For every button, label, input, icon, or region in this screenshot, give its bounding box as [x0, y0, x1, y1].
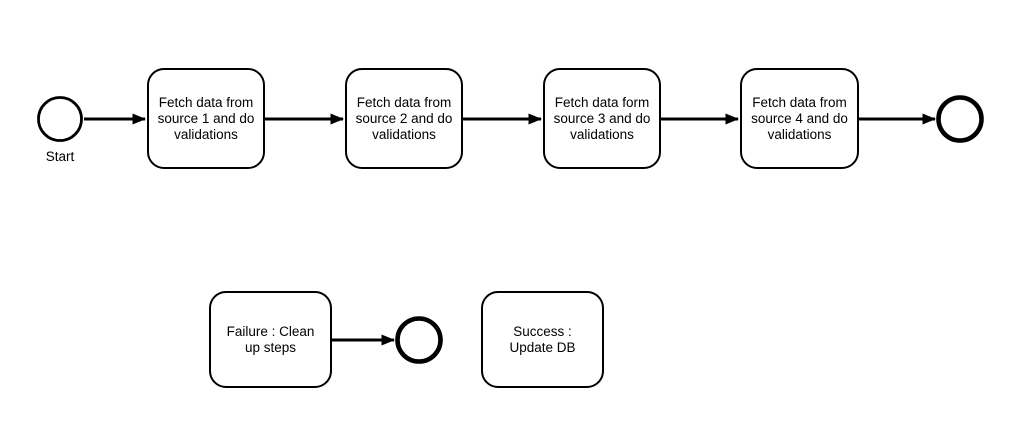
- failure-end-event-circle: [395, 316, 443, 364]
- start-event-circle: [37, 96, 83, 142]
- task-failure-cleanup: Failure : Clean up steps: [209, 291, 332, 388]
- task-fetch-source-3: Fetch data form source 3 and do validati…: [543, 68, 661, 169]
- task-success-update-db: Success : Update DB: [481, 291, 604, 388]
- start-event-label: Start: [45, 149, 75, 164]
- task-fetch-source-1: Fetch data from source 1 and do validati…: [147, 68, 265, 169]
- task-fetch-source-4: Fetch data from source 4 and do validati…: [740, 68, 859, 169]
- task-fetch-source-2: Fetch data from source 2 and do validati…: [345, 68, 463, 169]
- end-event-circle: [936, 95, 984, 143]
